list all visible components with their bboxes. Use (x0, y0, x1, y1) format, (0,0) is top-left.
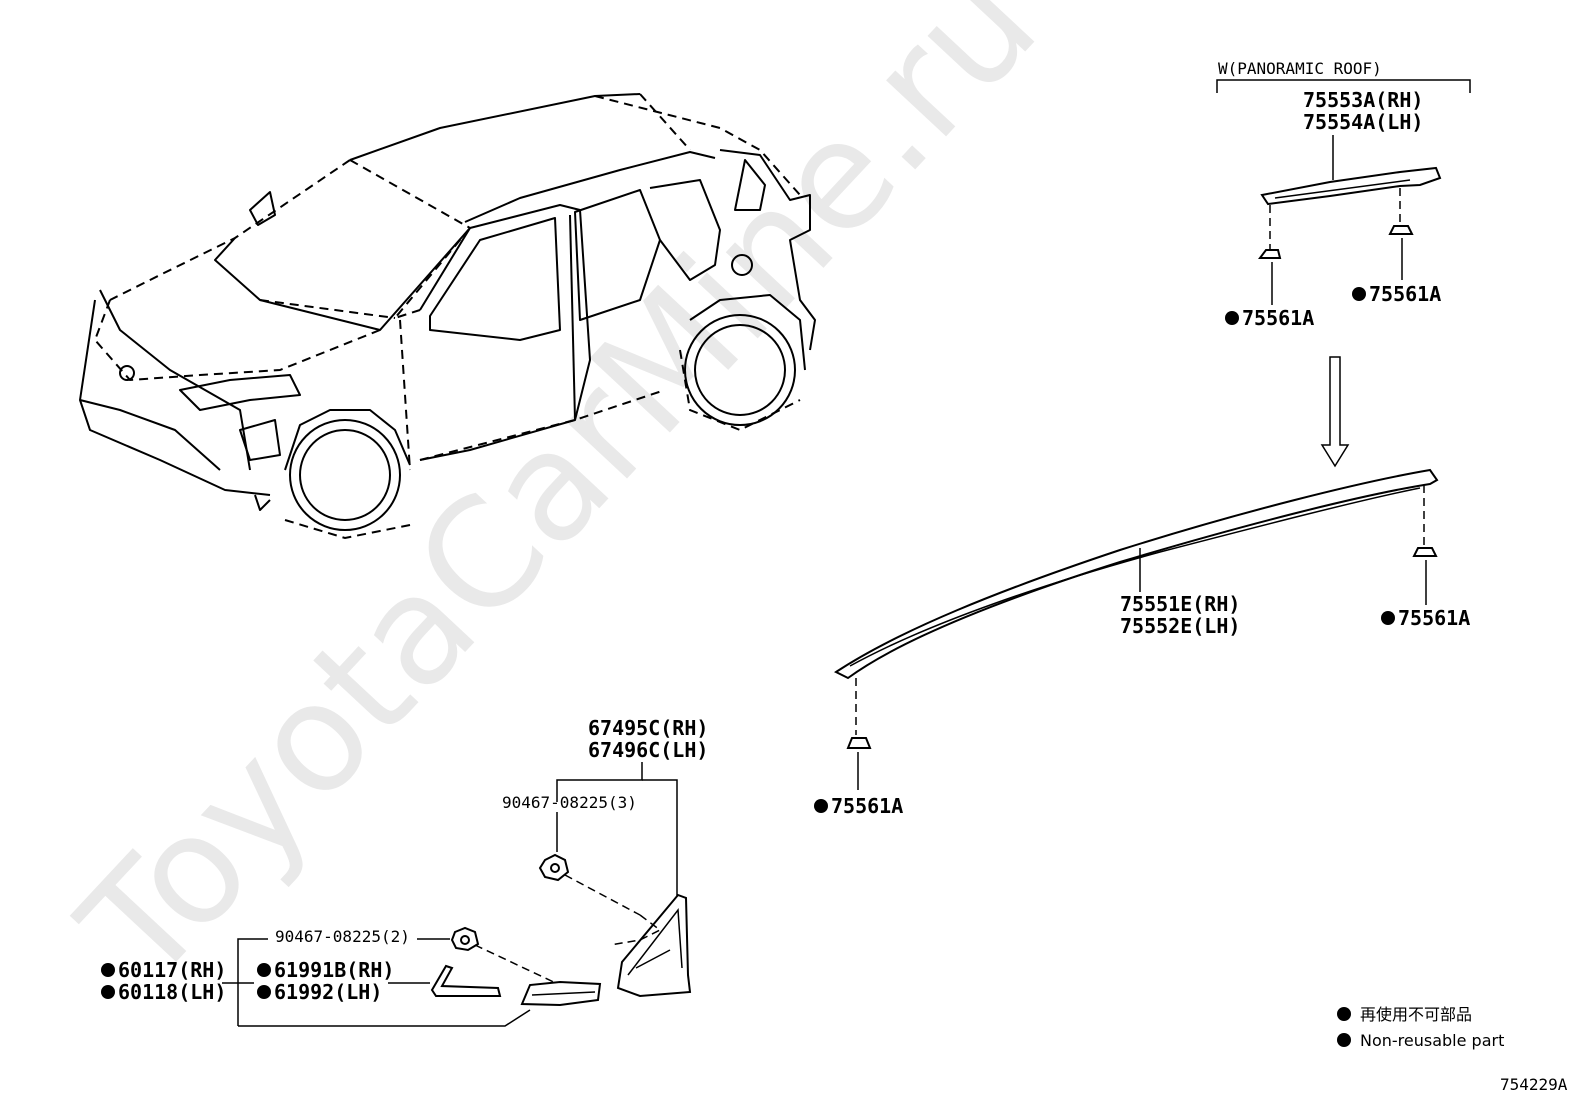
legend-en: Non-reusable part (1360, 1031, 1504, 1050)
clip-icon (1388, 225, 1414, 235)
non-reusable-dot (1225, 311, 1239, 325)
part-label-90467-2: 90467-08225(2) (275, 927, 410, 946)
part-label-75561A-rail-right: 75561A (1398, 606, 1470, 630)
roof-rail (833, 468, 1439, 680)
part-label-75551E: 75551E(RH) (1120, 592, 1240, 616)
main-roof-rail-group: 75551E(RH) 75552E(LH) 75561A 75561A (814, 468, 1470, 818)
non-reusable-dot (101, 985, 115, 999)
quarter-cover-group: 67495C(RH) 67496C(LH) 90467-08225(3) (502, 716, 708, 998)
non-reusable-dot (1352, 287, 1366, 301)
non-reusable-dot (1337, 1033, 1351, 1047)
legend: 再使用不可部品 Non-reusable part (1337, 1005, 1504, 1050)
part-label-75561A-left: 75561A (1242, 306, 1314, 330)
part-label-75552E: 75552E(LH) (1120, 614, 1240, 638)
non-reusable-dot (814, 799, 828, 813)
part-label-75554A: 75554A(LH) (1303, 110, 1423, 134)
legend-jp: 再使用不可部品 (1360, 1005, 1472, 1024)
non-reusable-dot (1337, 1007, 1351, 1021)
part-label-75561A-right: 75561A (1369, 282, 1441, 306)
part-label-90467-3: 90467-08225(3) (502, 793, 637, 812)
part-label-67496C: 67496C(LH) (588, 738, 708, 762)
nut-icon (538, 853, 570, 882)
part-label-61991B: 61991B(RH) (274, 958, 394, 982)
part-label-60118: 60118(LH) (118, 980, 226, 1004)
part-label-67495C: 67495C(RH) (588, 716, 708, 740)
diagram-id: 754229A (1500, 1075, 1568, 1094)
clip-icon (1258, 249, 1282, 259)
nut-icon (450, 926, 480, 952)
molding-group: 90467-08225(2) 60117(RH) 60118(LH) 61991… (101, 926, 602, 1027)
non-reusable-dot (257, 963, 271, 977)
variant-label: W(PANORAMIC ROOF) (1218, 59, 1382, 78)
non-reusable-dot (101, 963, 115, 977)
part-label-61992: 61992(LH) (274, 980, 382, 1004)
arrow-down-icon (1320, 356, 1350, 468)
window-seal (430, 964, 502, 997)
non-reusable-dot (1381, 611, 1395, 625)
quarter-molding (520, 980, 602, 1007)
panoramic-roof-rail (1260, 166, 1442, 206)
clip-icon (1412, 547, 1438, 557)
vehicle-illustration (79, 93, 816, 540)
panoramic-roof-group: W(PANORAMIC ROOF) 75553A(RH) 75554A(LH) … (1216, 59, 1471, 468)
clip-icon (846, 737, 872, 749)
part-label-75553A: 75553A(RH) (1303, 88, 1423, 112)
part-label-75561A-rail-left: 75561A (831, 794, 903, 818)
quarter-window-cover (616, 893, 692, 998)
part-label-60117: 60117(RH) (118, 958, 226, 982)
non-reusable-dot (257, 985, 271, 999)
